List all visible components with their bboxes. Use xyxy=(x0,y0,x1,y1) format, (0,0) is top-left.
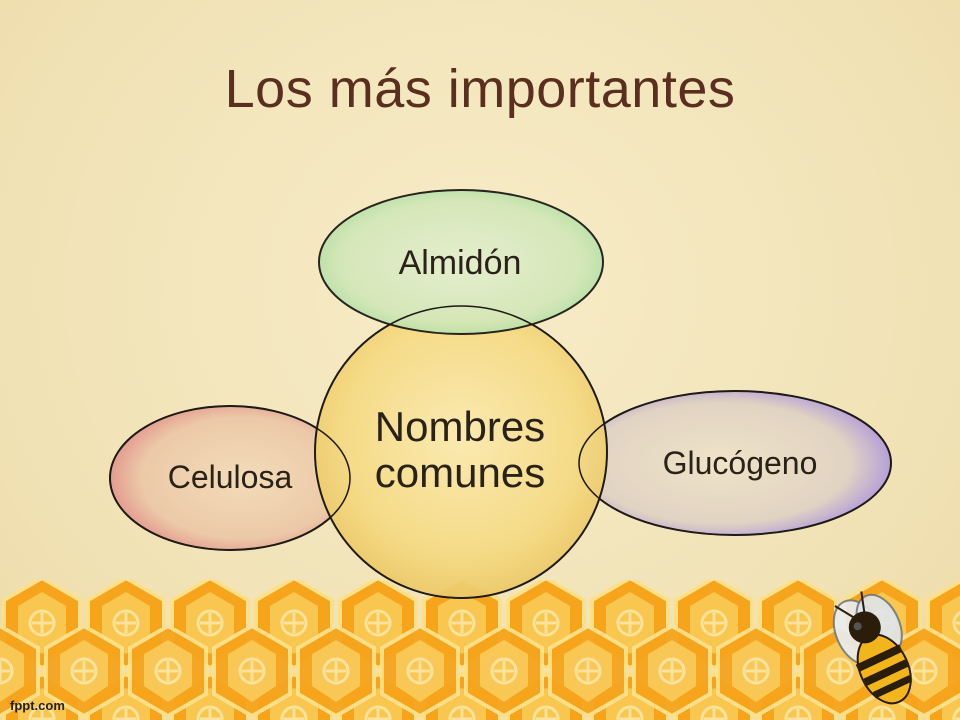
footer-brand: fppt.com xyxy=(10,698,65,713)
center-label-line1: Nombres xyxy=(374,403,546,450)
center-label-line2: comunes xyxy=(374,449,546,496)
bee-illustration xyxy=(832,591,913,705)
honeycomb-pattern xyxy=(0,580,960,720)
slide-title: Los más importantes xyxy=(224,59,736,119)
node-top-shape xyxy=(318,189,604,335)
center-label: Nombres comunes xyxy=(360,395,560,505)
node-left-label: Celulosa xyxy=(167,458,293,495)
node-right-label: Glucógeno xyxy=(662,444,818,481)
node-top-label: Almidón xyxy=(398,243,522,282)
